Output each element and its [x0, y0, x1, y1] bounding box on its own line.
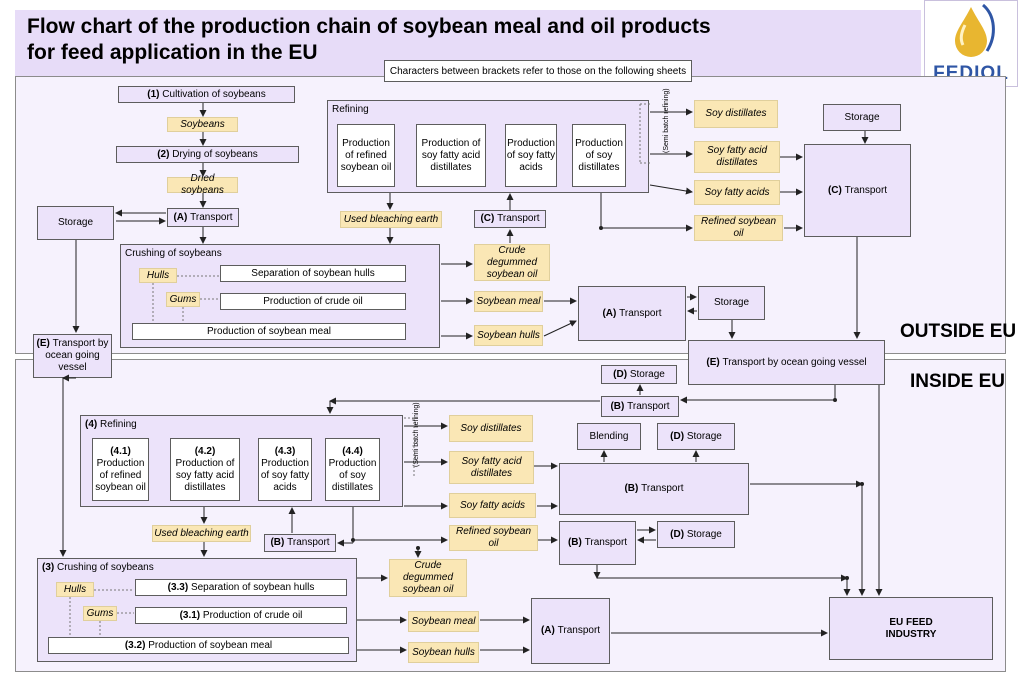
storage-outside-left: Storage [37, 206, 114, 240]
p32-soybean-meal: (3.2) Production of soybean meal [48, 637, 349, 654]
transport-a-outside-2: (A) Transport [578, 286, 686, 341]
soybean-hulls-product-inside: Soybean hulls [408, 642, 479, 663]
inside-eu-label: INSIDE EU [910, 371, 1006, 392]
p43-fatty-acids: (4.3)Production of soy fatty acids [258, 438, 312, 501]
soybean-meal-product-inside: Soybean meal [408, 611, 479, 632]
refining-label-outside: Refining [332, 104, 369, 115]
soybean-meal-production-outside: Production of soybean meal [132, 323, 406, 340]
refined-oil-production-outside: Production of refined soybean oil [337, 124, 395, 187]
transport-b-inside-2: (B) Transport [559, 463, 749, 515]
p42-fatty-acid-distillates: (4.2)Production of soy fatty acid distil… [170, 438, 240, 501]
oil-drop-icon [955, 3, 995, 57]
soy-distillates-product-inside: Soy distillates [449, 415, 533, 442]
soybeans-product: Soybeans [167, 117, 238, 132]
refined-soybean-oil-product-outside: Refined soybean oil [694, 215, 783, 241]
crushing-label: Crushing of soybeans [125, 248, 222, 259]
distillates-production-outside: Production of soy distillates [572, 124, 626, 187]
transport-a-outside-1: (A) Transport [167, 208, 239, 227]
hulls-product-inside: Hulls [56, 582, 94, 597]
bracket-note: Characters between brackets refer to tho… [384, 60, 692, 82]
fatty-acid-distillates-production-outside: Production of soy fatty acid distillates [416, 124, 486, 187]
soybean-hulls-product-outside: Soybean hulls [474, 325, 543, 346]
soy-distillates-product-outside: Soy distillates [694, 100, 778, 128]
p31-crude-oil: (3.1) Production of crude oil [135, 607, 347, 624]
title-line-2: for feed application in the EU [27, 41, 318, 64]
transport-b-inside-4: (B) Transport [264, 534, 336, 552]
crude-degummed-oil-outside: Crude degummed soybean oil [474, 244, 550, 281]
p33-separation-hulls: (3.3) Separation of soybean hulls [135, 579, 347, 596]
transport-b-inside-1: (B) Transport [601, 396, 679, 417]
soy-fatty-acids-product-outside: Soy fatty acids [694, 180, 780, 205]
transport-e-outside-right: (E) Transport by ocean going vessel [688, 340, 885, 385]
crude-oil-production-outside: Production of crude oil [220, 293, 406, 310]
gums-product-outside: Gums [166, 292, 200, 307]
refined-soybean-oil-product-inside: Refined soybean oil [449, 525, 538, 551]
storage-outside-right: Storage [823, 104, 901, 131]
used-bleaching-earth-inside: Used bleaching earth [152, 525, 251, 542]
fatty-acids-production-outside: Production of soy fatty acids [505, 124, 557, 187]
soy-fatty-acid-distillates-product-outside: Soy fatty acid distillates [694, 141, 780, 173]
transport-c-outside-2: (C) Transport [804, 144, 911, 237]
cultivation-step: (1) Cultivation of soybeans [118, 86, 295, 103]
crude-degummed-oil-inside: Crude degummed soybean oil [389, 559, 467, 597]
dried-soybeans-product: Dried soybeans [167, 173, 238, 196]
soybean-meal-product-outside: Soybean meal [474, 291, 543, 312]
blending-step: Blending [577, 423, 641, 450]
eu-feed-industry: EU FEED INDUSTRY [829, 597, 993, 660]
transport-b-inside-3: (B) Transport [559, 521, 636, 565]
p44-distillates: (4.4)Production of soy distillates [325, 438, 380, 501]
used-bleaching-earth-outside: Used bleaching earth [340, 211, 442, 228]
page-title: Flow chart of the production chain of so… [27, 14, 787, 66]
storage-d-inside-3: (D) Storage [657, 521, 735, 548]
title-line-1: Flow chart of the production chain of so… [27, 15, 711, 38]
storage-outside-mid: Storage [698, 286, 765, 320]
gums-product-inside: Gums [83, 606, 117, 621]
transport-a-inside: (A) Transport [531, 598, 610, 664]
p41-refined-oil: (4.1)Production of refined soybean oil [92, 438, 149, 501]
separation-hulls-outside: Separation of soybean hulls [220, 265, 406, 282]
hulls-product-outside: Hulls [139, 268, 177, 283]
transport-c-outside-1: (C) Transport [474, 210, 546, 228]
outside-eu-label: OUTSIDE EU [900, 321, 1017, 342]
soy-fatty-acid-distillates-product-inside: Soy fatty acid distillates [449, 451, 534, 484]
drying-step: (2) Drying of soybeans [116, 146, 299, 163]
transport-e-outside-left: (E) Transport by ocean going vessel [33, 334, 112, 378]
storage-d-inside-2: (D) Storage [657, 423, 735, 450]
storage-d-inside-1: (D) Storage [601, 365, 677, 384]
soy-fatty-acids-product-inside: Soy fatty acids [449, 493, 536, 518]
